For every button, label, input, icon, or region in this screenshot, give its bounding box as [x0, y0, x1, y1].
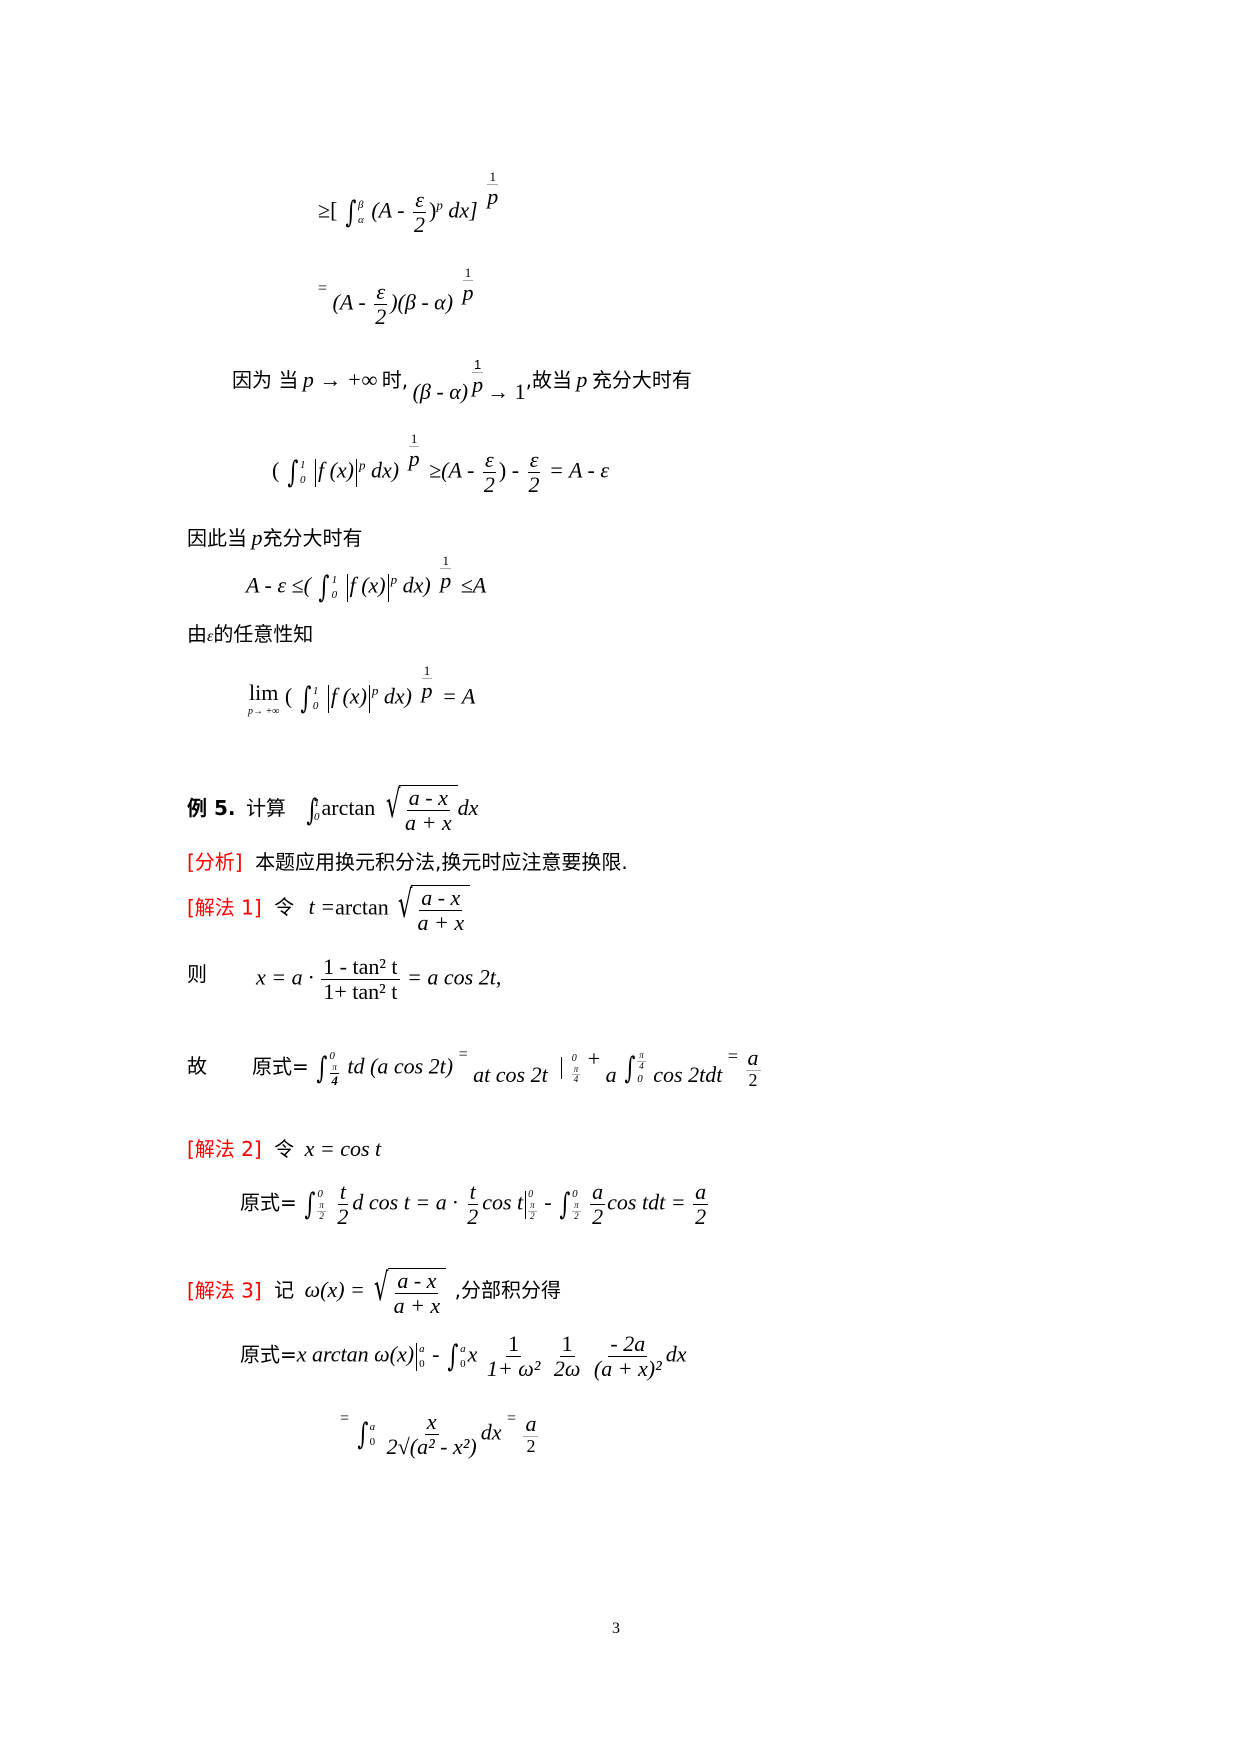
m3-bar-limits: a 0	[419, 1343, 425, 1370]
m3-frac-2: 1 2ω	[553, 1331, 581, 1382]
analysis-paragraph: [分析] 本题应用换元积分法,换元时应注意要换限.	[187, 850, 628, 874]
eq1-fraction: ε 2	[413, 187, 426, 238]
method-1-hence-label: 故	[187, 1054, 207, 1078]
eq4-limits: 1 0	[331, 574, 338, 601]
m2-result-fraction: a 2	[693, 1179, 709, 1230]
method-2-tag: [解法 2]	[187, 1137, 262, 1161]
square-root: √ a - x a + x	[381, 785, 458, 835]
eq2-fraction: ε 2	[374, 279, 388, 330]
abs-bar-right	[368, 684, 370, 713]
paragraph-sufficiently-large: 因此当 p充分大时有	[187, 525, 363, 550]
integral-sign-icon: ∫	[316, 1050, 328, 1086]
evaluation-bar	[416, 1342, 418, 1371]
analysis-tag: [分析]	[187, 850, 243, 874]
m3-frac-1: 1 1+ ω²	[486, 1331, 541, 1382]
m2-frac-3: a 2	[590, 1179, 606, 1230]
integral-sign-icon: ∫	[447, 1339, 459, 1375]
m1-radicand: a - x a + x	[417, 885, 465, 936]
equation-norm-lower-bound: ( ∫ 1 0 f (x)p dx) 1 p ≥(A - ε 2 ) - ε 2…	[272, 431, 610, 498]
example-5-integral: ∫ 1 0 arctan √ a - x a + x dx	[306, 782, 479, 836]
abs-bar-left	[314, 458, 316, 487]
ex5-limits: 1 0	[314, 796, 320, 824]
eq3-exponent: 1 p	[408, 431, 420, 472]
method-2-substitution: [解法 2] 令 x = cos t	[187, 1136, 382, 1161]
paragraph-limit-reasoning: 因为 当 p → +∞ 时, (β - α) 1 p → 1,故当 p 充分大时…	[232, 357, 692, 404]
m3-frac-3: - 2a (a + x)²	[593, 1331, 662, 1382]
square-root: √ a - x a + x	[393, 882, 471, 936]
eq1-limits: β α	[358, 199, 364, 226]
paragraph-arbitrary-epsilon: 由ε的任意性知	[187, 622, 314, 646]
limit-operator: lim p→ +∞	[248, 680, 280, 717]
method-1-substitution: [解法 1] 令 t =arctan √ a - x a + x	[187, 882, 471, 936]
integral-sign-icon: ∫	[287, 455, 299, 491]
eq1-lead: ≥[	[318, 197, 338, 223]
m3-int-limits: a 0	[460, 1343, 466, 1370]
m1-tan-fraction: 1 - tan² t 1+ tan² t	[321, 954, 400, 1005]
evaluation-bar	[561, 1057, 563, 1080]
method-1-then-label: 则	[187, 962, 207, 986]
eq1-outer-exponent: 1 p	[487, 169, 499, 210]
method-1-tag: [解法 1]	[187, 895, 262, 920]
equation-simplified-bound: = (A - ε 2 )(β - α) 1 p	[318, 265, 474, 330]
method-3-parts-integration: 原式=x arctan ω(x) a 0 - ∫ a 0 x 1 1+ ω² 1…	[240, 1331, 687, 1382]
integral-sign-icon: ∫	[318, 570, 330, 605]
method-3-tag: [解法 3]	[187, 1278, 262, 1303]
m3-result-fraction: a 2	[523, 1411, 539, 1457]
radical-sign-icon: √	[374, 1265, 389, 1309]
eq3-fraction-1: ε 2	[483, 447, 496, 498]
eq4-exponent: 1 p	[440, 553, 452, 594]
abs-bar-left	[346, 573, 348, 602]
m2-frac-1: t 2	[337, 1179, 349, 1230]
eq3-fraction-2: ε 2	[527, 447, 541, 498]
evaluation-bar	[525, 1190, 527, 1219]
radical-sign-icon: √	[385, 782, 401, 826]
m3-frac-4: x 2√(a² - x²)	[386, 1409, 477, 1460]
example-5-heading: 例 5. 计算 ∫ 1 0 arctan √ a - x a + x dx	[187, 782, 479, 836]
integral-sign-icon: ∫	[356, 1417, 368, 1453]
integral-sign-icon: ∫	[304, 1187, 316, 1223]
abs-bar-right	[387, 573, 389, 602]
page-number: 3	[612, 1620, 620, 1637]
method-3-result: = ∫ a 0 x 2√(a² - x²) dx = a 2	[340, 1409, 539, 1460]
m3-int2-limits: a 0	[369, 1421, 376, 1448]
line3-exponent: 1 p	[471, 357, 484, 398]
integral-sign-icon: ∫	[624, 1050, 636, 1086]
square-root: √ a - x a + x	[369, 1265, 447, 1319]
eq5-exponent: 1 p	[421, 663, 433, 704]
integral-sign-icon: ∫	[345, 195, 357, 231]
eq3-limits: 1 0	[299, 459, 306, 486]
integral-sign-icon: ∫	[300, 681, 312, 716]
m1-result-fraction: a 2	[745, 1045, 761, 1091]
eq5-limits: 1 0	[312, 685, 319, 712]
integral-sign-icon: ∫	[559, 1187, 571, 1223]
equation-squeeze-bound: A - ε ≤( ∫ 1 0 f (x)p dx) 1 p ≤A	[246, 553, 487, 605]
equation-limit-result: lim p→ +∞ ( ∫ 1 0 f (x)p dx) 1 p = A	[248, 663, 476, 717]
abs-bar-right	[356, 458, 357, 487]
eq2-exponent: 1 p	[462, 265, 474, 306]
ex5-radicand: a - x a + x	[404, 785, 452, 836]
method-1-x-expression: x = a · 1 - tan² t 1+ tan² t = a cos 2t,	[256, 954, 502, 1005]
method-3-definition: [解法 3] 记 ω(x) = √ a - x a + x ,分部积分得	[187, 1265, 561, 1319]
equation-lower-bound-integral: ≥[ ∫ β α (A - ε 2 )p dx] 1 p	[318, 169, 499, 238]
example-label: 例 5.	[187, 796, 236, 821]
m2-frac-2: t 2	[467, 1179, 479, 1230]
abs-bar-left	[327, 684, 329, 713]
m3-radicand: a - x a + x	[393, 1268, 441, 1319]
integral-sign-icon: ∫	[306, 792, 318, 828]
radical-sign-icon: √	[398, 882, 413, 926]
